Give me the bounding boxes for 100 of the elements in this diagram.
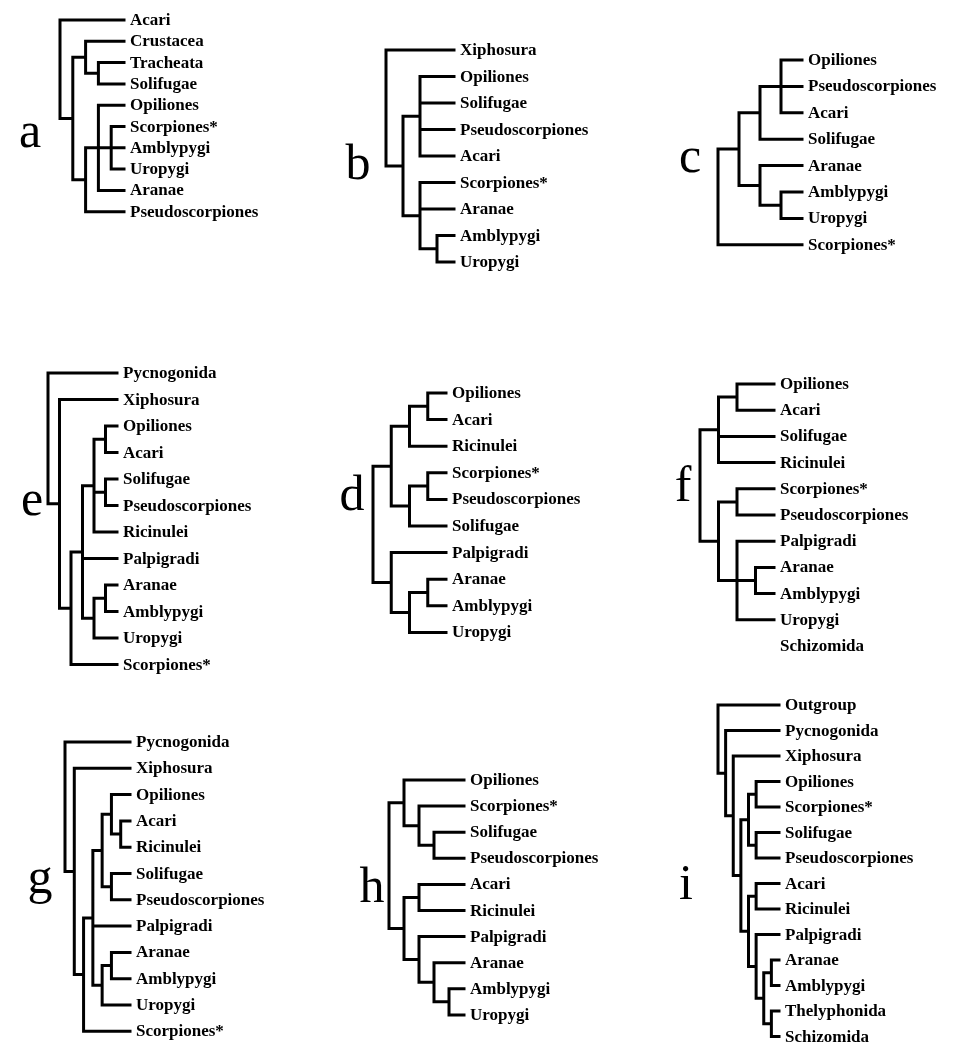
taxon-label: Palpigradi [780,531,857,552]
taxon-label: Opiliones [123,416,192,436]
taxon-label: Pseudoscorpiones [123,495,252,516]
taxon-label: Solifugae [808,129,876,150]
taxon-label: Ricinulei [452,436,518,457]
taxon-label: Crustacea [130,31,204,52]
taxon-label: Xiphosura [136,758,213,779]
taxon-label: Acari [470,874,511,895]
taxon-label: Amblypygi [808,182,889,202]
taxon-label: Aranae [460,199,514,219]
taxon-label: Pseudoscorpiones [470,848,599,869]
taxon-label: Uropygi [808,208,868,229]
taxon-label: Uropygi [780,609,840,630]
taxon-label: Xiphosura [785,746,862,766]
taxon-label: Amblypygi [452,595,533,616]
taxon-label: Uropygi [452,622,512,643]
taxon-label: Palpigradi [470,926,547,947]
taxon-label: Acari [460,146,501,166]
taxon-label: Scorpiones* [452,462,540,483]
taxon-label: Scorpiones* [785,797,873,817]
taxon-label: Opiliones [452,383,521,403]
taxon-label: Schizomida [785,1026,870,1047]
panel-letter: c [678,130,702,180]
taxon-label: Pycnogonida [136,732,230,752]
taxon-label: Opiliones [808,50,877,70]
taxon-label: Xiphosura [123,389,200,410]
taxon-label: Palpigradi [123,548,200,569]
taxon-label: Ricinulei [780,452,846,473]
taxon-label: Solifugae [785,822,853,843]
panel-letter: h [359,860,385,910]
taxon-label: Xiphosura [460,40,537,60]
taxon-label: Pseudoscorpiones [130,201,259,222]
taxon-label: Pseudoscorpiones [460,119,589,140]
taxon-label: Pseudoscorpiones [780,505,909,525]
panel-letter: a [18,105,42,155]
taxon-label: Ricinulei [470,900,536,921]
panel-letter: e [20,473,44,523]
taxon-label: Aranae [123,575,177,595]
taxon-label: Acari [780,400,821,421]
taxon-label: Pseudoscorpiones [785,848,914,868]
taxon-label: Palpigradi [785,924,862,945]
taxon-label: Acari [785,873,826,894]
taxon-label: Acari [123,442,164,463]
taxon-label: Pseudoscorpiones [452,489,581,510]
taxon-label: Pseudoscorpiones [808,76,937,97]
taxon-label: Solifugae [460,93,528,113]
taxon-label: Amblypygi [780,583,861,604]
taxon-label: Scorpiones* [808,234,896,255]
taxon-label: Uropygi [470,1004,530,1025]
taxon-label: Solifugae [130,73,198,94]
taxon-label: Aranae [470,952,524,973]
taxon-label: Ricinulei [136,837,202,858]
taxon-label: Palpigradi [136,916,213,937]
taxon-label: Uropygi [123,628,183,648]
taxon-label: Palpigradi [452,542,529,563]
taxon-label: Schizomida [780,636,865,656]
taxon-label: Amblypygi [460,225,541,246]
taxon-label: Uropygi [136,995,196,1015]
taxon-label: Opiliones [460,66,529,87]
taxon-label: Acari [808,102,849,123]
panel-letter: i [679,857,693,907]
taxon-label: Uropygi [460,252,520,272]
taxon-label: Tracheata [130,52,204,73]
taxon-label: Opiliones [785,771,854,792]
taxon-label: Ricinulei [785,899,851,919]
taxon-label: Solifugae [470,822,538,843]
panel-letter: d [339,468,365,518]
taxon-label: Scorpiones* [460,172,548,193]
taxon-label: Solifugae [452,516,520,536]
taxon-label: Aranae [808,155,862,176]
taxon-label: Scorpiones* [123,654,211,675]
taxon-label: Aranae [130,180,184,201]
taxon-label: Acari [452,409,493,430]
taxon-label: Opiliones [136,784,205,805]
taxon-label: Amblypygi [123,601,204,622]
taxon-label: Acari [130,10,171,30]
taxon-label: Aranae [780,557,834,578]
taxon-label: Amblypygi [136,968,217,989]
taxon-label: Aranae [452,569,506,590]
taxon-label: Solifugae [136,863,204,884]
taxon-label: Thelyphonida [785,1001,887,1021]
taxon-label: Solifugae [123,469,191,489]
taxon-label: Amblypygi [470,978,551,999]
taxon-label: Scorpiones* [780,478,868,499]
panel-letter: b [345,137,371,187]
taxon-label: Aranae [785,950,839,970]
taxon-label: Scorpiones* [130,116,218,137]
taxon-label: Opiliones [470,770,539,790]
taxon-label: Scorpiones* [136,1021,224,1042]
taxon-label: Pseudoscorpiones [136,889,265,910]
taxon-label: Solifugae [780,426,848,447]
taxon-label: Pycnogonida [785,720,879,741]
panel-letter: f [674,459,692,509]
taxon-label: Outgroup [785,695,857,715]
taxon-label: Acari [136,810,177,831]
taxon-label: Uropygi [130,159,190,180]
taxon-label: Opiliones [780,374,849,394]
taxon-label: Amblypygi [130,137,211,158]
taxon-label: Amblypygi [785,975,866,996]
taxon-label: Aranae [136,942,190,963]
